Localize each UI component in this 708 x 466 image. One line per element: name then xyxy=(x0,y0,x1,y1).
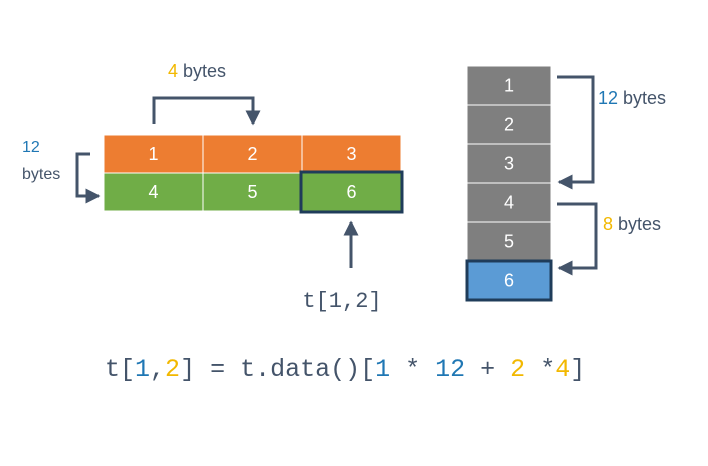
stride-8-bytes-arrow-right xyxy=(557,202,598,276)
stack-12-unit: bytes xyxy=(618,88,666,108)
stack-cell xyxy=(466,65,552,106)
index-formula: t[1,2] = t.data()[1 * 12 + 2 *4] xyxy=(105,355,585,384)
tensor-grid: 1 2 3 4 5 6 xyxy=(103,134,404,214)
stride-12-unit-left: bytes xyxy=(22,166,60,183)
formula-part: 2 xyxy=(165,355,180,384)
stack-cell-value: 3 xyxy=(504,154,514,174)
formula-part: + xyxy=(465,355,510,384)
stack-cell xyxy=(466,221,552,262)
grid-cell xyxy=(202,134,303,174)
formula-part: 12 xyxy=(435,355,465,384)
grid-cell-value: 6 xyxy=(346,182,356,202)
stack-12-number: 12 xyxy=(598,88,618,108)
highlighted-stack-cell xyxy=(465,259,553,302)
highlighted-grid-cell-outline xyxy=(299,170,404,214)
grid-cell-value: 1 xyxy=(148,144,158,164)
formula-part: 1 xyxy=(135,355,150,384)
stride-12-number-left: 12 xyxy=(22,139,40,156)
grid-cell xyxy=(103,134,204,174)
grid-cell-value: 3 xyxy=(346,144,356,164)
stride-4-bytes-label: 4 bytes xyxy=(168,61,226,81)
stride-8-bytes-label-right: 8 bytes xyxy=(603,214,661,234)
stack-8-unit: bytes xyxy=(613,214,661,234)
index-label: t[1,2] xyxy=(302,289,381,314)
formula-part: 4 xyxy=(555,355,570,384)
stack-cell-value: 1 xyxy=(504,76,514,96)
stack-cell xyxy=(466,104,552,145)
stack-cell-value: 4 xyxy=(504,193,514,213)
stack-cell-value: 5 xyxy=(504,232,514,252)
grid-cell-value: 4 xyxy=(148,182,158,202)
grid-cell xyxy=(301,134,402,174)
grid-cell-value: 2 xyxy=(247,144,257,164)
formula-part: ] xyxy=(570,355,585,384)
memory-stack: 1 2 3 4 5 6 xyxy=(465,65,553,302)
grid-cell xyxy=(202,172,303,212)
stack-cell-value: 6 xyxy=(504,271,514,291)
stride-12-bytes-arrow-right xyxy=(557,75,595,190)
formula-part: ] = t.data()[ xyxy=(180,355,375,384)
stack-cell xyxy=(466,143,552,184)
stride-12-bytes-arrow-left xyxy=(75,152,101,204)
formula-part: * xyxy=(525,355,555,384)
formula-part: 2 xyxy=(510,355,525,384)
stride-4-unit: bytes xyxy=(178,61,226,81)
stride-12-bytes-label-right: 12 bytes xyxy=(598,88,666,108)
stack-8-number: 8 xyxy=(603,214,613,234)
stack-cell-value: 2 xyxy=(504,115,514,135)
stride-4-number: 4 xyxy=(168,61,178,81)
formula-part: * xyxy=(390,355,435,384)
formula-part: 1 xyxy=(375,355,390,384)
stack-cell xyxy=(466,182,552,223)
formula-part: t[ xyxy=(105,355,135,384)
formula-part: , xyxy=(150,355,165,384)
grid-cell-value: 5 xyxy=(247,182,257,202)
stride-4-bytes-arrow xyxy=(152,96,261,126)
